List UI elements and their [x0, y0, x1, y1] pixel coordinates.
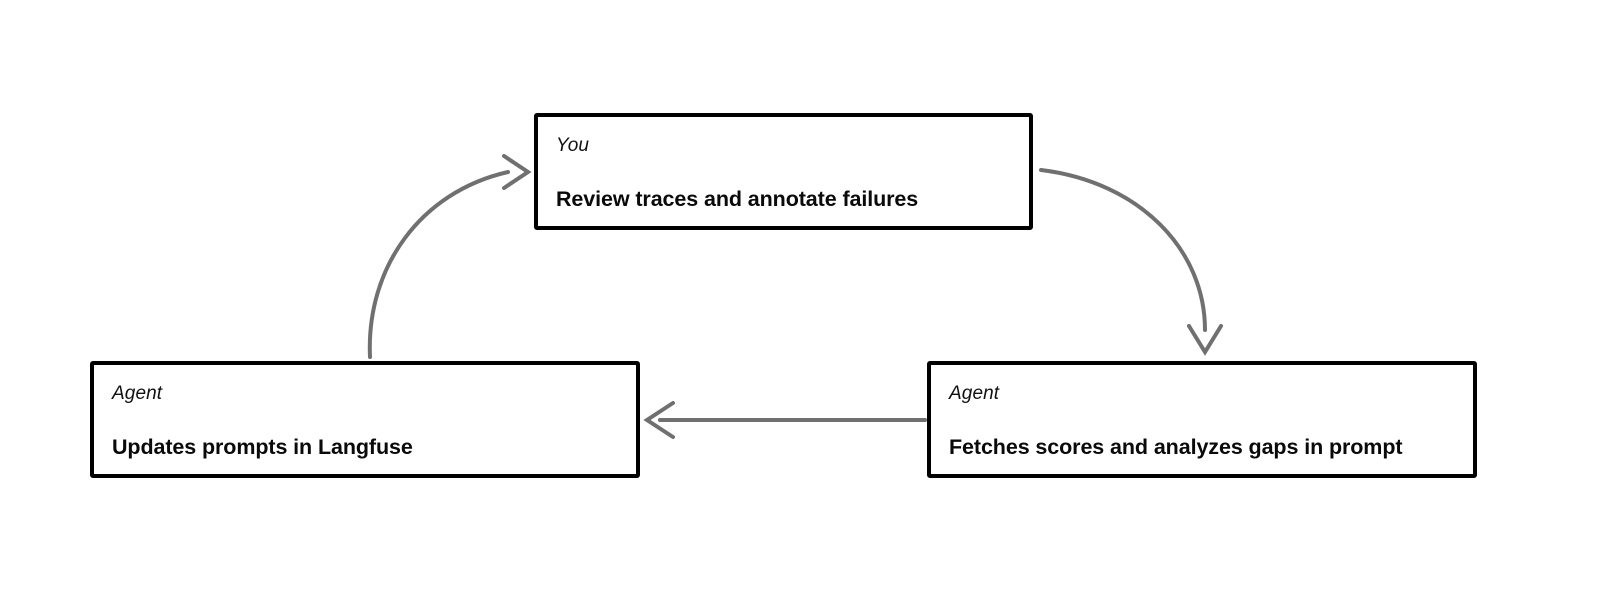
node-you-title: Review traces and annotate failures	[556, 187, 919, 211]
node-fetches-scores[interactable]: Agent Fetches scores and analyzes gaps i…	[927, 361, 1477, 478]
node-fetches-scores-role: Agent	[949, 383, 1000, 404]
node-you-role: You	[556, 135, 590, 156]
node-updates-prompts-title: Updates prompts in Langfuse	[112, 435, 413, 459]
edge-updates-to-you-line	[367, 170, 510, 359]
node-updates-prompts-role: Agent	[112, 383, 163, 404]
edge-updates-to-you	[367, 154, 532, 359]
node-updates-prompts[interactable]: Agent Updates prompts in Langfuse	[90, 361, 640, 478]
node-fetches-scores-title: Fetches scores and analyzes gaps in prom…	[949, 435, 1403, 459]
edge-fetches-to-updates	[643, 401, 927, 439]
edge-updates-to-you-arrowhead	[502, 154, 532, 190]
node-you[interactable]: You Review traces and annotate failures	[534, 113, 1033, 230]
edge-fetches-to-updates-arrowhead	[643, 401, 675, 439]
edge-you-to-fetches-line	[1039, 168, 1207, 332]
edge-you-to-fetches-arrowhead	[1187, 324, 1223, 356]
edge-you-to-fetches	[1039, 168, 1223, 356]
